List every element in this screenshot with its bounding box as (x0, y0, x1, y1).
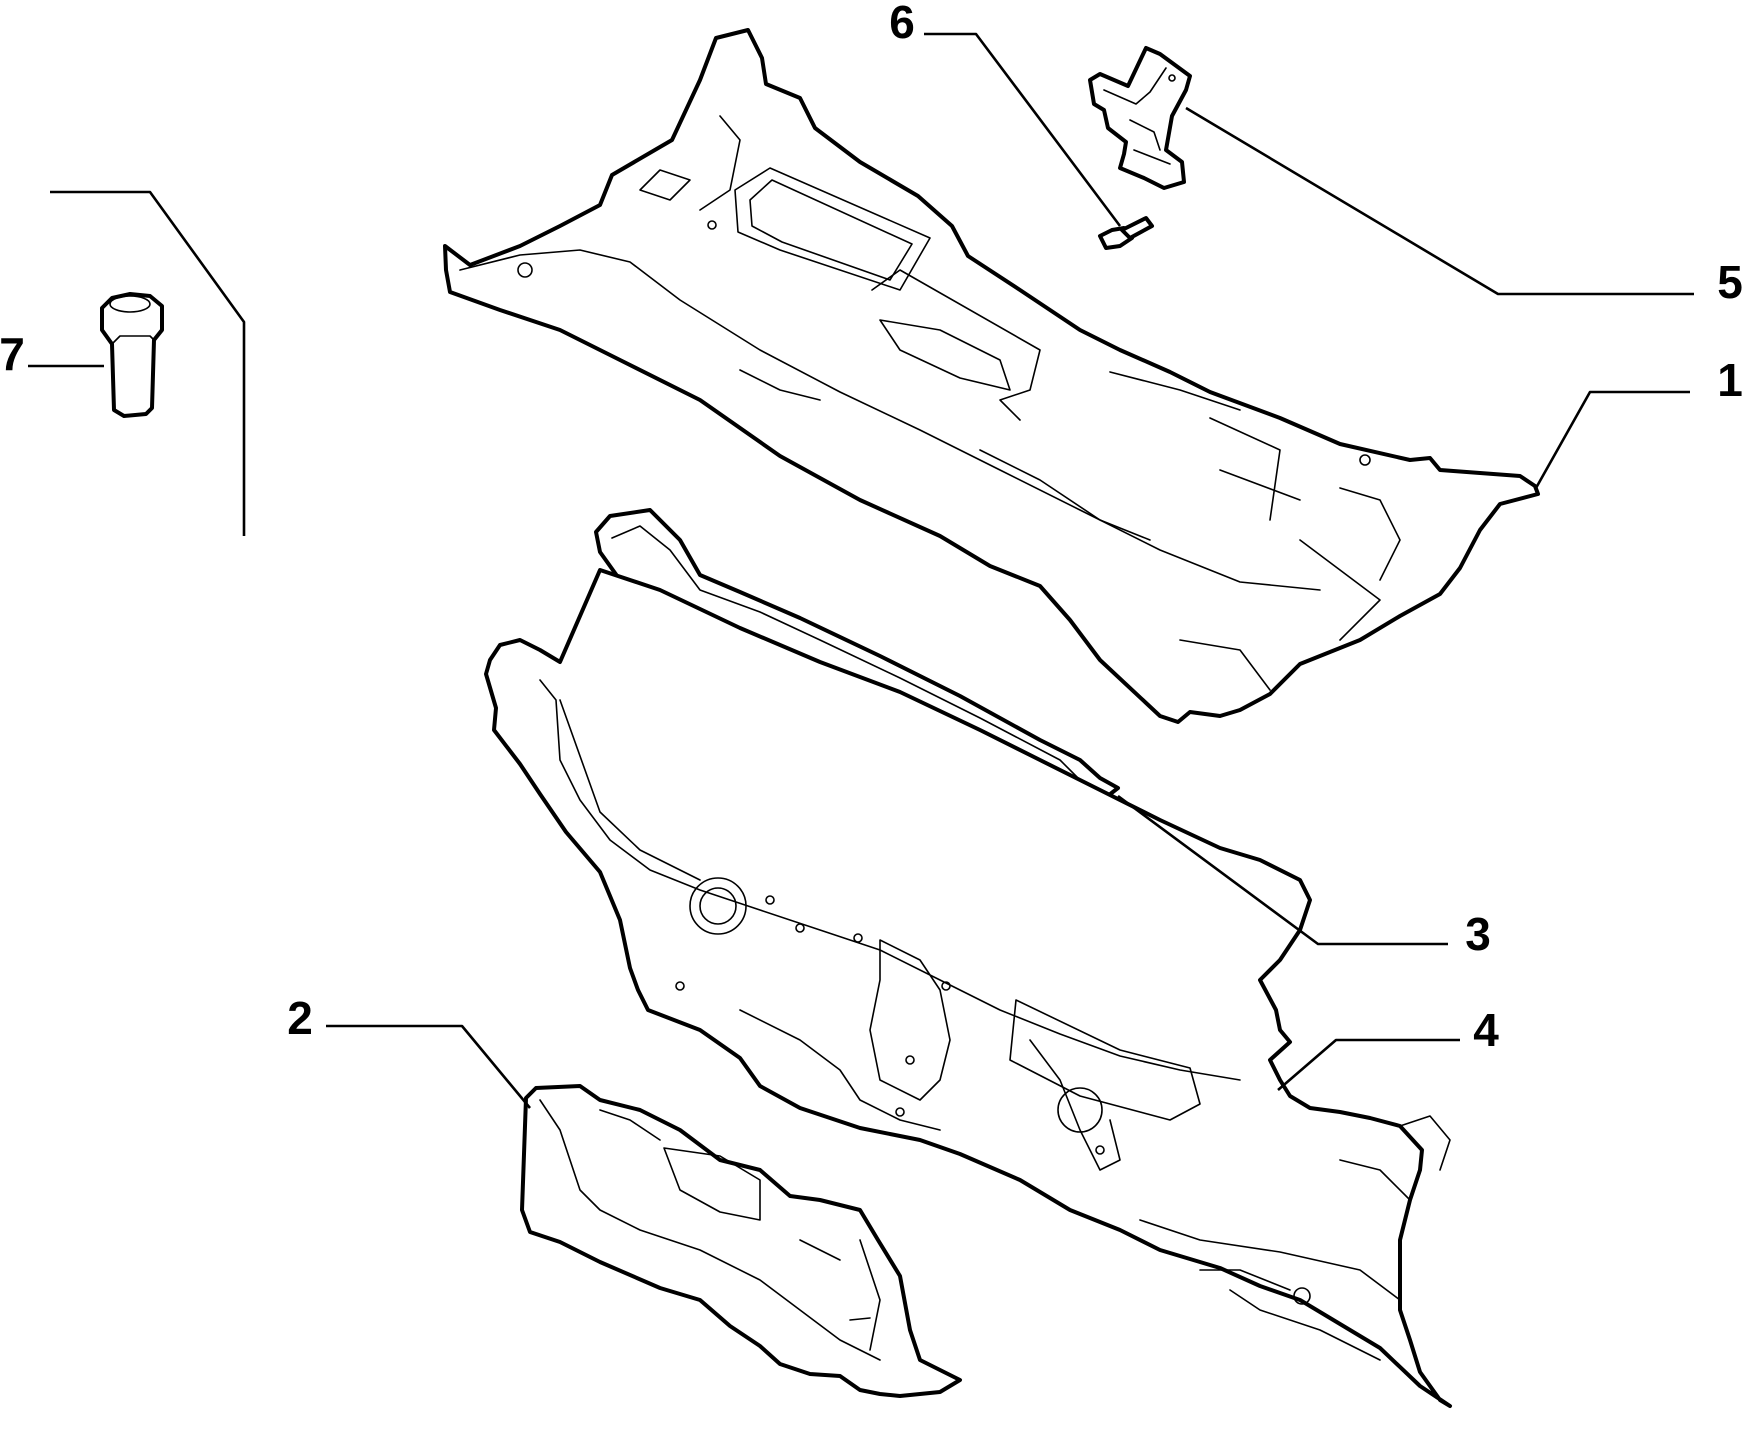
callout-2: 2 (287, 992, 313, 1044)
leader-3 (1117, 794, 1448, 946)
leader-5 (1185, 106, 1694, 296)
leader-1 (1534, 390, 1690, 489)
callout-1: 1 (1717, 354, 1743, 406)
part-1-cowl-panel[interactable] (443, 28, 1540, 724)
leader-4 (1277, 1038, 1460, 1091)
leader-6 (924, 32, 1122, 227)
leader-2 (326, 1024, 532, 1109)
part-4-dash-panel[interactable] (484, 568, 1452, 1408)
leader-lines (28, 32, 1694, 1109)
callout-7: 7 (0, 328, 25, 380)
part-6-bolt[interactable] (1098, 216, 1154, 250)
callout-labels: 1 2 3 4 5 6 7 (0, 0, 1743, 1056)
part-7-plug[interactable] (100, 292, 164, 418)
callout-6: 6 (889, 0, 915, 48)
part-2-lower-pad[interactable] (520, 1084, 962, 1398)
part-5-bracket[interactable] (1088, 46, 1192, 190)
callout-4: 4 (1473, 1004, 1499, 1056)
callout-3: 3 (1465, 908, 1491, 960)
group-bracket-line (50, 190, 246, 536)
callout-5: 5 (1717, 256, 1743, 308)
